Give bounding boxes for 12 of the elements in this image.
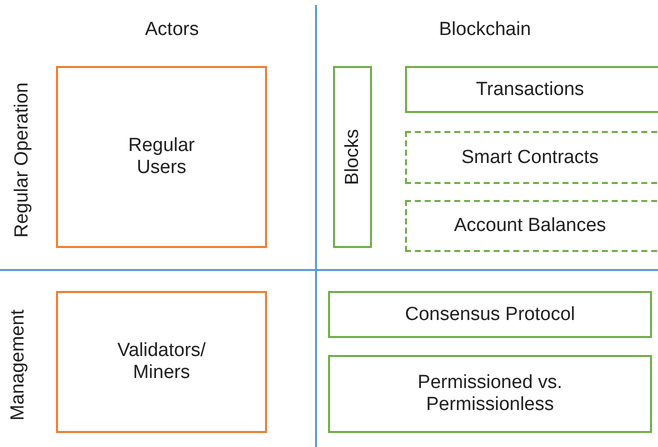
data-box: Account Balances (405, 200, 658, 252)
permission-box: Permissioned vs. Permissionless (328, 355, 652, 433)
column-heading: Blockchain (439, 19, 531, 41)
protocol-box: Consensus Protocol (328, 291, 652, 338)
data-box: Smart Contracts (405, 131, 658, 184)
row-heading: Regular Operation (11, 82, 34, 238)
data-box: Transactions (405, 66, 658, 113)
user-box: Regular Users (56, 66, 267, 248)
block-box: Blocks (333, 66, 372, 248)
row-heading: Management (6, 310, 29, 420)
validator-box: Validators/ Miners (56, 291, 267, 433)
column-heading: Actors (145, 19, 199, 41)
